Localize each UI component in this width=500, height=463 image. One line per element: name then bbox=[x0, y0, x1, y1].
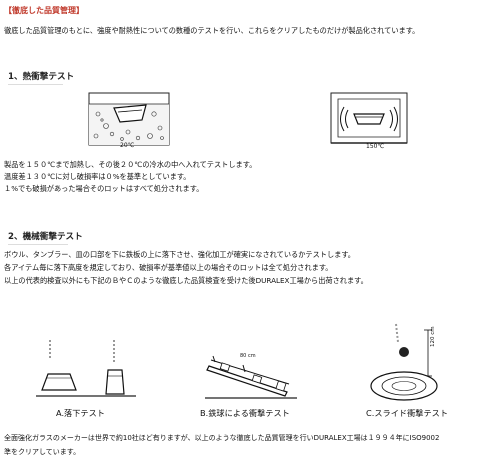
section2-line-3: 以上の代表的検査以外にも下記のＢやＣのような徹底した品質検査を受けた後DURAL… bbox=[4, 276, 368, 285]
caption-a: A.落下テスト bbox=[56, 408, 105, 418]
section2-line-1: ボウル、タンブラー、皿の口部を下に鉄板の上に落下させ、強化加工が確実になされてい… bbox=[4, 250, 355, 259]
intro-text: 徹底した品質管理のもとに、強度や耐熱性についての数種のテストを行い、これらをクリ… bbox=[4, 26, 420, 35]
oven-figure bbox=[330, 92, 408, 148]
slide-length-label: 80 cm bbox=[240, 353, 256, 359]
footer-line-1: 全面強化ガラスのメーカーは世界で約10社ほど有りますが、以上のような徹底した品質… bbox=[4, 434, 440, 442]
section2-underline bbox=[8, 244, 68, 245]
section-tag: 【徹底した品質管理】 bbox=[4, 6, 84, 15]
steel-ball-test-figure bbox=[205, 338, 297, 400]
footer-line-2: 準をクリアしています。 bbox=[4, 448, 81, 456]
cold-water-bath-figure bbox=[88, 92, 170, 148]
cold-temp-label: 20℃ bbox=[120, 142, 135, 149]
caption-b: B.鉄球による衝撃テスト bbox=[200, 408, 290, 418]
section1-line-1: 製品を１５０℃まで加熱し、その後２０℃の冷水の中へ入れてテストします。 bbox=[4, 160, 257, 169]
section2-title: 2、機械衝撃テスト bbox=[8, 232, 83, 242]
slide-impact-test-figure bbox=[368, 322, 448, 404]
caption-c: C.スライド衝撃テスト bbox=[366, 408, 449, 418]
section1-line-3: １%でも破損があった場合そのロットはすべて処分されます。 bbox=[4, 184, 204, 193]
section1-title: 1、熱衝撃テスト bbox=[8, 72, 75, 82]
drop-test-figure bbox=[36, 338, 136, 400]
hot-temp-label: 150℃ bbox=[366, 143, 385, 150]
section1-line-2: 温度差１３０℃に対し破損率は０%を基準としています。 bbox=[4, 172, 191, 181]
section2-line-2: 各アイテム毎に落下高度を規定しており、破損率が基準値以上の場合そのロットは全て処… bbox=[4, 263, 333, 272]
drop-height-label: 120 cm bbox=[430, 326, 436, 347]
section1-underline bbox=[8, 84, 63, 85]
